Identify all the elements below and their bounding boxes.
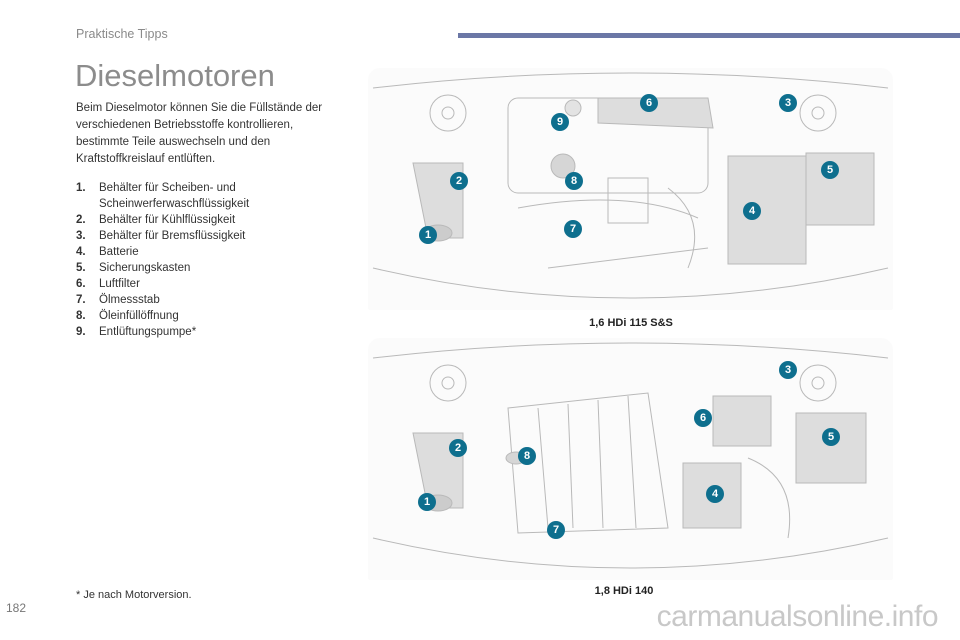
watermark: carmanualsonline.info bbox=[656, 600, 939, 633]
item-label: Entlüftungspumpe* bbox=[99, 326, 197, 338]
item-label: Öleinfüllöffnung bbox=[99, 310, 179, 322]
callout-badge-2: 2 bbox=[449, 439, 467, 457]
list-item: 8. Öleinfüllöffnung bbox=[76, 308, 346, 324]
item-label: Luftfilter bbox=[99, 278, 140, 290]
list-item: 2. Behälter für Kühlflüssigkeit bbox=[76, 212, 346, 228]
section-header: Praktische Tipps bbox=[76, 27, 168, 41]
footnote: * Je nach Motorversion. bbox=[76, 589, 192, 601]
callout-badge-6: 6 bbox=[694, 409, 712, 427]
list-item: 5. Sicherungskasten bbox=[76, 260, 346, 276]
list-item: 9. Entlüftungspumpe* bbox=[76, 324, 346, 340]
list-item: 4. Batterie bbox=[76, 244, 346, 260]
header-accent-bar bbox=[458, 33, 960, 38]
callout-badge-6: 6 bbox=[640, 94, 658, 112]
callout-badge-3: 3 bbox=[779, 361, 797, 379]
callout-badge-5: 5 bbox=[821, 161, 839, 179]
callout-badge-4: 4 bbox=[743, 202, 761, 220]
item-number: 1. bbox=[76, 182, 86, 194]
list-item: 6. Luftfilter bbox=[76, 276, 346, 292]
item-label: Behälter für Scheiben- und Scheinwerferw… bbox=[99, 182, 250, 210]
callout-badge-9: 9 bbox=[551, 113, 569, 131]
item-number: 8. bbox=[76, 310, 86, 322]
item-number: 4. bbox=[76, 246, 86, 258]
item-number: 9. bbox=[76, 326, 86, 338]
item-number: 7. bbox=[76, 294, 86, 306]
component-list: 1. Behälter für Scheiben- und Scheinwerfe… bbox=[76, 180, 346, 340]
list-item: 7. Ölmessstab bbox=[76, 292, 346, 308]
callout-badge-1: 1 bbox=[419, 226, 437, 244]
figure-caption: 1,6 HDi 115 S&S bbox=[589, 317, 673, 329]
page-number: 182 bbox=[6, 601, 27, 615]
callout-badge-8: 8 bbox=[565, 172, 583, 190]
callout-badge-5: 5 bbox=[822, 428, 840, 446]
item-label: Behälter für Bremsflüssigkeit bbox=[99, 230, 246, 242]
item-label: Behälter für Kühlflüssigkeit bbox=[99, 214, 236, 226]
item-number: 6. bbox=[76, 278, 86, 290]
callout-badge-8: 8 bbox=[518, 447, 536, 465]
callout-badge-7: 7 bbox=[564, 220, 582, 238]
item-number: 2. bbox=[76, 214, 86, 226]
callout-badge-7: 7 bbox=[547, 521, 565, 539]
list-item: 1. Behälter für Scheiben- und Scheinwerfe… bbox=[76, 180, 346, 212]
item-label: Sicherungskasten bbox=[99, 262, 191, 274]
list-item: 3. Behälter für Bremsflüssigkeit bbox=[76, 228, 346, 244]
engine-illustration-1 bbox=[368, 68, 893, 310]
item-label: Ölmessstab bbox=[99, 294, 160, 306]
item-number: 5. bbox=[76, 262, 86, 274]
engine-illustration-2 bbox=[368, 338, 893, 580]
callout-badge-4: 4 bbox=[706, 485, 724, 503]
callout-badge-1: 1 bbox=[418, 493, 436, 511]
callout-badge-2: 2 bbox=[450, 172, 468, 190]
intro-text: Beim Dieselmotor können Sie die Füllstän… bbox=[76, 102, 323, 165]
figure-caption: 1,8 HDi 140 bbox=[594, 585, 654, 597]
item-label: Batterie bbox=[99, 246, 139, 258]
item-number: 3. bbox=[76, 230, 86, 242]
page-title: Dieselmotoren bbox=[75, 58, 275, 93]
callout-badge-3: 3 bbox=[779, 94, 797, 112]
